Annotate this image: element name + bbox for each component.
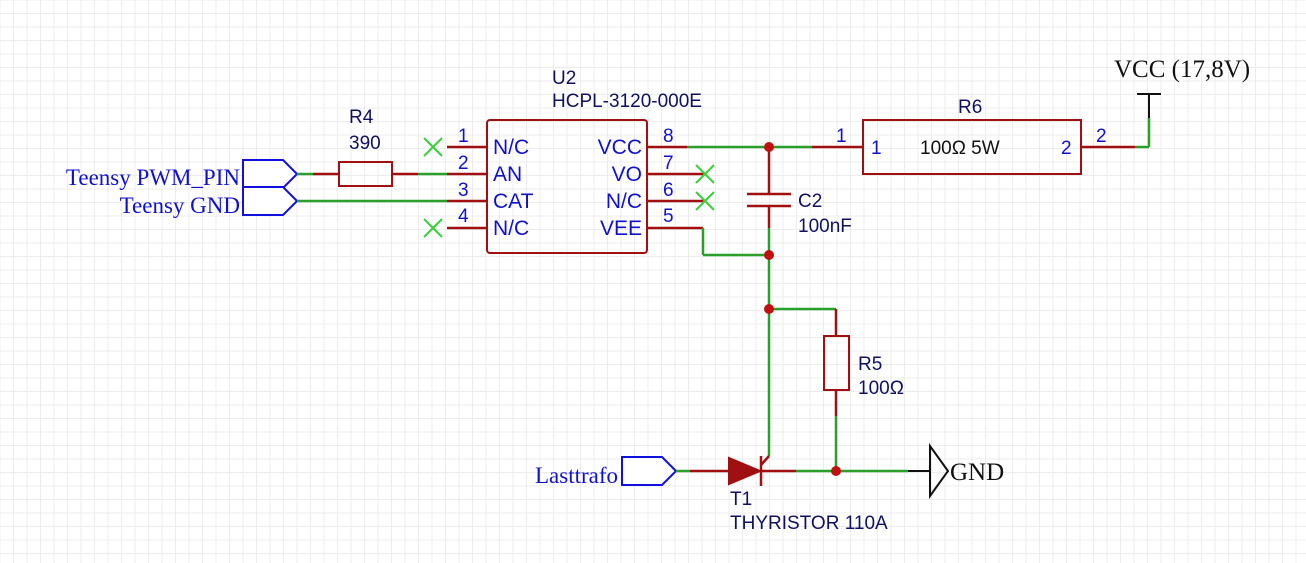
gnd-label: GND	[950, 459, 1004, 486]
r6-ref: R6	[958, 97, 982, 118]
net-flag-gnd-shape	[242, 186, 299, 216]
r6-value: 100Ω 5W	[920, 138, 1000, 159]
junction-dot	[764, 142, 774, 152]
c2-ref: C2	[798, 191, 822, 212]
r4-body	[338, 161, 393, 187]
r5-value: 100Ω	[858, 378, 904, 399]
u2-pin-8-number: 8	[663, 126, 674, 147]
u2-pin-5-name: VEE	[600, 217, 642, 240]
u2-pin-8-name: VCC	[598, 136, 642, 159]
t1-gate-lead	[760, 455, 770, 466]
u2-pin-7-name: VO	[612, 163, 642, 186]
u2-pin-3-name: CAT	[493, 190, 534, 213]
r6-pin-1-number: 1	[836, 126, 847, 147]
u2-pin-4-name: N/C	[493, 217, 529, 240]
u2-pin-7-number: 7	[663, 153, 674, 174]
u2-pin-2-number: 2	[458, 153, 469, 174]
resistor-r6[interactable]: R6 100Ω 5W 1 2 2	[862, 97, 1135, 175]
net-flag-teensy-gnd[interactable]: Teensy GND	[120, 186, 299, 218]
vcc-power-symbol[interactable]: VCC (17,8V)	[1114, 56, 1250, 149]
u2-pin-6-number: 6	[663, 180, 674, 201]
resistor-r5[interactable]: R5 100Ω	[823, 309, 904, 416]
no-connect-x-icon	[695, 191, 715, 211]
capacitor-c2[interactable]: C2 100nF	[747, 147, 852, 237]
junction-dot	[764, 250, 774, 260]
r4-value: 390	[349, 133, 381, 154]
junction-dot	[764, 304, 774, 314]
thyristor-t1[interactable]: T1 THYRISTOR 110A	[676, 455, 888, 534]
t1-value: THYRISTOR 110A	[730, 513, 888, 534]
r6-pin-2-label: 2	[1061, 138, 1072, 159]
u2-pin-4-number: 4	[458, 206, 469, 227]
net-flag-pwm-shape	[242, 159, 299, 189]
u2-pin-1-number: 1	[458, 126, 469, 147]
u2-pin-6-name: N/C	[606, 190, 642, 213]
u2-pin-1-name: N/C	[493, 136, 529, 159]
r5-ref: R5	[858, 354, 882, 375]
junction-dot	[831, 466, 841, 476]
net-label-teensy-gnd: Teensy GND	[120, 193, 240, 218]
u2-optocoupler[interactable]: U2 HCPL-3120-000E 1 2 3 4 N/C AN CAT N/C…	[447, 68, 705, 254]
net-label-lasttrafo: Lasttrafo	[535, 463, 618, 488]
vcc-label: VCC (17,8V)	[1114, 56, 1250, 83]
no-connect-x-icon	[695, 164, 715, 184]
net-flag-lasttrafo-shape	[621, 456, 678, 486]
u2-pin-5-number: 5	[663, 206, 674, 227]
net-label-teensy-pwm: Teensy PWM_PIN	[66, 165, 240, 190]
no-connect-markers	[423, 137, 715, 238]
u2-pin-2-name: AN	[493, 163, 522, 186]
u2-pin-3-number: 3	[458, 180, 469, 201]
r6-pin-1-label: 1	[871, 138, 882, 159]
gnd-power-symbol[interactable]: GND	[908, 442, 1004, 500]
u2-value: HCPL-3120-000E	[552, 91, 702, 112]
junctions	[764, 142, 841, 476]
net-flag-teensy-pwm[interactable]: Teensy PWM_PIN	[66, 159, 299, 190]
t1-triangle-icon	[728, 456, 763, 486]
u2-ref: U2	[552, 68, 576, 89]
t1-ref: T1	[730, 489, 752, 510]
no-connect-x-icon	[423, 218, 443, 238]
no-connect-x-icon	[423, 137, 443, 157]
r4-ref: R4	[349, 107, 374, 128]
r6-pin-2-number: 2	[1096, 126, 1107, 147]
resistor-r4[interactable]: R4 390	[297, 107, 447, 187]
c2-value: 100nF	[798, 216, 852, 237]
u2-body	[486, 119, 648, 254]
net-flag-lasttrafo[interactable]: Lasttrafo	[535, 456, 678, 488]
gnd-arrow-icon	[929, 442, 950, 500]
